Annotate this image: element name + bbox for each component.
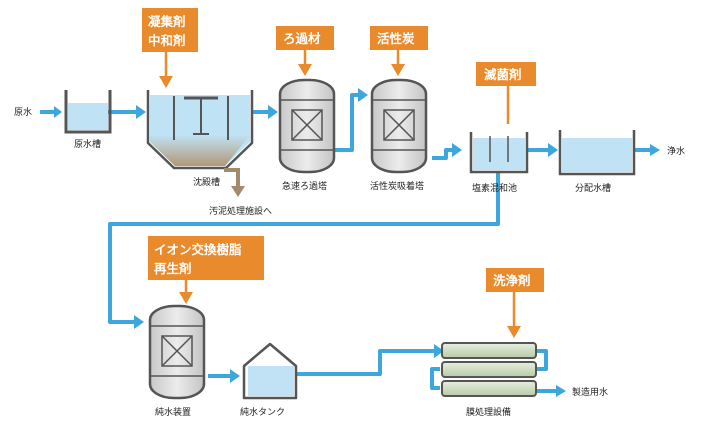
arrow-pure-to-tank — [230, 369, 240, 383]
label-carbon-adsorption-tower: 活性炭吸着塔 — [370, 180, 424, 192]
label-sedimentation-tank: 沈殿槽 — [193, 176, 220, 188]
tag-cleaner — [486, 268, 544, 292]
membrane-unit — [441, 342, 537, 397]
pipe-tank-to-membrane — [296, 349, 434, 376]
carbon-adsorption-tower — [370, 78, 428, 174]
label-process-water-out: 製造用水 — [572, 386, 608, 398]
pipe-loop-to-pure — [108, 172, 500, 324]
arrow-carbon-to-chlorine — [452, 143, 462, 157]
feed-arrowhead-cleaner — [507, 326, 521, 338]
tag-coagulant-line1: 凝集剤 — [148, 14, 186, 29]
tag-ion-resin-line1: イオン交換樹脂 — [154, 242, 242, 257]
pipe-arrowheads — [54, 88, 660, 397]
arrow-tank-to-membrane — [434, 344, 444, 358]
label-pure-water-unit: 純水装置 — [155, 406, 191, 418]
pipe-membrane-loop-2 — [430, 367, 440, 390]
label-distribution-tank: 分配水槽 — [575, 182, 611, 194]
tag-coagulant-line2: 中和剤 — [148, 33, 186, 48]
pipe-carbon-to-chlorine — [432, 148, 452, 160]
feed-arrowhead-ion-resin — [179, 292, 193, 304]
pipes — [40, 93, 650, 393]
raw-water-tank — [64, 90, 112, 134]
label-membrane-unit: 膜処理設備 — [466, 406, 511, 418]
arrow-raw-to-sed — [136, 105, 146, 119]
tag-filter-media — [276, 26, 334, 50]
pure-water-tank — [242, 342, 298, 400]
distribution-tank — [558, 130, 636, 176]
pipe-membrane-loop-1 — [537, 349, 548, 371]
tag-activated-carbon-text: 活性炭 — [377, 31, 415, 46]
arrow-clean-out — [650, 144, 660, 156]
tag-activated-carbon — [370, 26, 428, 50]
labels: 原水 原水槽 沈殿槽 汚泥処理施設へ 急速ろ過塔 活性炭吸着塔 塩素混和池 分配… — [14, 106, 685, 418]
chemical-feeds: 凝集剤 中和剤 ろ過材 活性炭 滅菌剤 イオン交換樹脂 再生剤 洗浄剤 — [142, 8, 544, 338]
label-pure-water-tank: 純水タンク — [240, 406, 285, 418]
arrow-raw-in — [54, 106, 62, 118]
label-clean-water-out: 浄水 — [667, 145, 685, 157]
rapid-filter-tower — [278, 78, 336, 174]
sludge-outflow-arrow — [224, 168, 245, 197]
arrow-sed-to-filter — [268, 105, 278, 119]
feed-arrowhead-activated-carbon — [391, 64, 405, 76]
pure-water-unit — [148, 304, 206, 400]
label-sludge-facility: 汚泥処理施設へ — [209, 205, 272, 217]
chlorine-mixing-pond — [469, 132, 529, 174]
arrow-process-out — [556, 385, 566, 397]
tag-filter-media-text: ろ過材 — [283, 31, 321, 46]
tag-cleaner-text: 洗浄剤 — [493, 273, 531, 288]
feed-arrowhead-filter-media — [298, 64, 312, 76]
tag-disinfectant — [476, 62, 536, 86]
tag-ion-resin-line2: 再生剤 — [154, 261, 192, 276]
label-rapid-filter-tower: 急速ろ過塔 — [282, 180, 327, 192]
arrow-chlorine-to-distribution — [548, 143, 558, 157]
sedimentation-tank — [146, 90, 254, 170]
label-chlorine-mixing-pond: 塩素混和池 — [472, 182, 517, 194]
arrow-filter-to-carbon — [358, 88, 368, 102]
tag-ion-resin — [148, 236, 264, 280]
arrow-loop-to-pure — [134, 315, 144, 329]
tag-coagulant — [142, 8, 198, 52]
label-raw-water-in: 原水 — [14, 106, 32, 118]
pipe-filter-to-carbon — [334, 93, 358, 152]
tag-disinfectant-text: 滅菌剤 — [484, 67, 522, 82]
label-raw-water-tank: 原水槽 — [74, 138, 101, 150]
feed-arrowhead-coagulant — [159, 76, 173, 88]
